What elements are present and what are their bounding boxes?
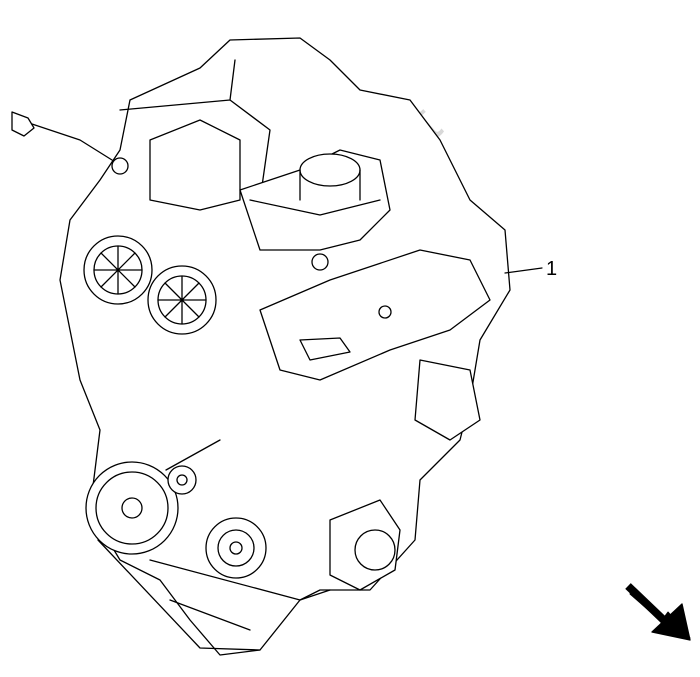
water-pump-pulley <box>167 465 267 579</box>
callout-leader-line <box>504 267 543 274</box>
intake-manifold <box>259 249 491 381</box>
front-cover-fans <box>83 235 217 335</box>
oil-pan <box>149 559 331 631</box>
arrow-down-right-icon <box>625 583 691 641</box>
starter-motor <box>329 359 481 591</box>
sensor-cable <box>11 111 129 175</box>
valve-cover <box>239 149 391 271</box>
crankshaft-pulley <box>85 439 261 651</box>
callout-label-1: 1 <box>546 258 558 280</box>
